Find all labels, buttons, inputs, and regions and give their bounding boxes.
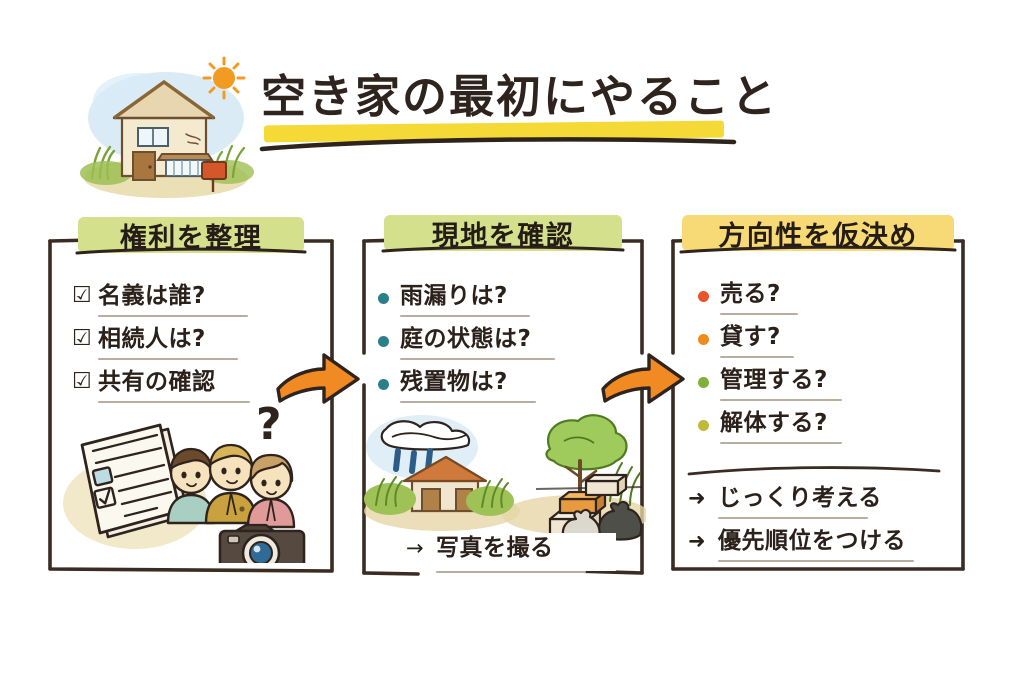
- item-underline: [720, 356, 794, 358]
- item-underline: [436, 571, 586, 573]
- list-item-label: 売る?: [720, 281, 781, 307]
- panel-border: [671, 238, 965, 571]
- section-divider: [687, 466, 941, 476]
- panel-direction-header: 方向性を仮決め: [679, 211, 957, 255]
- header-highlight-yellow: [682, 215, 954, 251]
- document-people-camera-illustration: ?: [63, 403, 306, 563]
- item-underline: [718, 517, 868, 519]
- panel-border: [362, 238, 644, 576]
- list-item-label: 残置物は?: [400, 369, 508, 395]
- panel-direction-title: 方向性を仮決め: [718, 220, 918, 252]
- footer-item[interactable]: → 写真を撮る: [406, 533, 616, 573]
- bullet-dot-icon: [698, 291, 709, 302]
- panel-direction-list: 売る? 貸す? 管理する? 解体する?: [694, 279, 954, 451]
- item-underline: [400, 358, 555, 360]
- bullet-dot-icon: [698, 377, 709, 388]
- item-underline: [98, 358, 238, 360]
- flow-arrow-2: [601, 353, 685, 404]
- header-highlight-green: [384, 215, 622, 251]
- footer-item[interactable]: ➜ 優先順位をつける: [688, 526, 958, 564]
- list-item-label: 庭の状態は?: [400, 326, 532, 352]
- svg-text:?: ?: [256, 403, 282, 450]
- title-underline: [259, 137, 737, 152]
- item-underline: [400, 315, 530, 317]
- footer-item-label: じっくり考える: [718, 485, 882, 511]
- panel-direction-footer-list: ➜ じっくり考える ➜ 優先順位をつける: [688, 483, 958, 569]
- bullet-dot-icon: [378, 336, 389, 347]
- bullet-dot-icon: [378, 293, 389, 304]
- list-item[interactable]: ☑ 相続人は?: [72, 324, 322, 362]
- panel-rights: 権利を整理 ☑ 名義は誰? ☑ 相続人は? ☑ 共有の確認: [46, 217, 336, 573]
- list-item-label: 共有の確認: [98, 369, 216, 395]
- bullet-dot-icon: [378, 379, 389, 390]
- list-item-label: 管理する?: [720, 367, 828, 393]
- flow-arrow-1: [276, 353, 360, 404]
- bullet-dot-icon: [698, 334, 709, 345]
- list-item[interactable]: 管理する?: [694, 365, 954, 403]
- list-item[interactable]: 解体する?: [694, 408, 954, 446]
- item-underline: [720, 399, 842, 401]
- checkbox-checked-icon[interactable]: ☑: [72, 326, 92, 351]
- list-item-label: 貸す?: [720, 324, 781, 350]
- panel-direction: 方向性を仮決め 売る? 貸す? 管理する? 解体する?: [668, 215, 968, 573]
- footer-item-label: 写真を撮る: [436, 535, 554, 561]
- header-underline: [75, 247, 307, 255]
- list-item[interactable]: 売る?: [694, 279, 954, 317]
- checkbox-checked-icon[interactable]: ☑: [72, 369, 92, 394]
- item-underline: [400, 401, 536, 403]
- footer-item-label: 優先順位をつける: [718, 528, 906, 554]
- arrow-right-icon: →: [406, 536, 424, 560]
- panel-site-list: 雨漏りは? 庭の状態は? 残置物は?: [374, 281, 636, 410]
- footer-item[interactable]: ➜ じっくり考える: [688, 483, 958, 521]
- title-area: 空き家の最初にやること: [78, 48, 958, 208]
- page-title: 空き家の最初にやること: [261, 70, 779, 123]
- house-illustration: [80, 56, 254, 198]
- item-underline: [98, 315, 248, 317]
- panel-rights-title: 権利を整理: [119, 222, 263, 254]
- list-item[interactable]: 残置物は?: [374, 367, 636, 405]
- bullet-dot-icon: [698, 420, 709, 431]
- header-highlight-green: [78, 217, 304, 253]
- header-underline: [679, 245, 957, 254]
- header-underline: [381, 245, 625, 253]
- panel-site-title: 現地を確認: [431, 220, 575, 252]
- arrow-right-icon: ➜: [688, 529, 706, 553]
- list-item[interactable]: ☑ 共有の確認: [72, 367, 322, 405]
- arrow-right-icon: ➜: [688, 486, 706, 510]
- list-item[interactable]: 庭の状態は?: [374, 324, 636, 362]
- list-item[interactable]: 雨漏りは?: [374, 281, 636, 319]
- checkbox-checked-icon[interactable]: ☑: [72, 283, 92, 308]
- list-item-label: 解体する?: [720, 410, 828, 436]
- list-item[interactable]: 貸す?: [694, 322, 954, 360]
- list-item-label: 雨漏りは?: [400, 283, 508, 309]
- list-item[interactable]: ☑ 名義は誰?: [72, 281, 322, 319]
- list-item-label: 名義は誰?: [98, 283, 206, 309]
- panel-site-check: 現地を確認 雨漏りは? 庭の状態は? 残置物は?: [360, 215, 646, 577]
- item-underline: [720, 442, 842, 444]
- camera-icon: [218, 523, 306, 563]
- list-item-label: 相続人は?: [98, 326, 206, 352]
- item-underline: [718, 560, 914, 562]
- item-underline: [720, 313, 798, 315]
- panel-site-header: 現地を確認: [381, 211, 625, 255]
- site-condition-illustration: [364, 414, 646, 545]
- panel-rights-header: 権利を整理: [75, 213, 307, 257]
- item-underline: [98, 401, 250, 403]
- panel-rights-list: ☑ 名義は誰? ☑ 相続人は? ☑ 共有の確認: [72, 281, 322, 410]
